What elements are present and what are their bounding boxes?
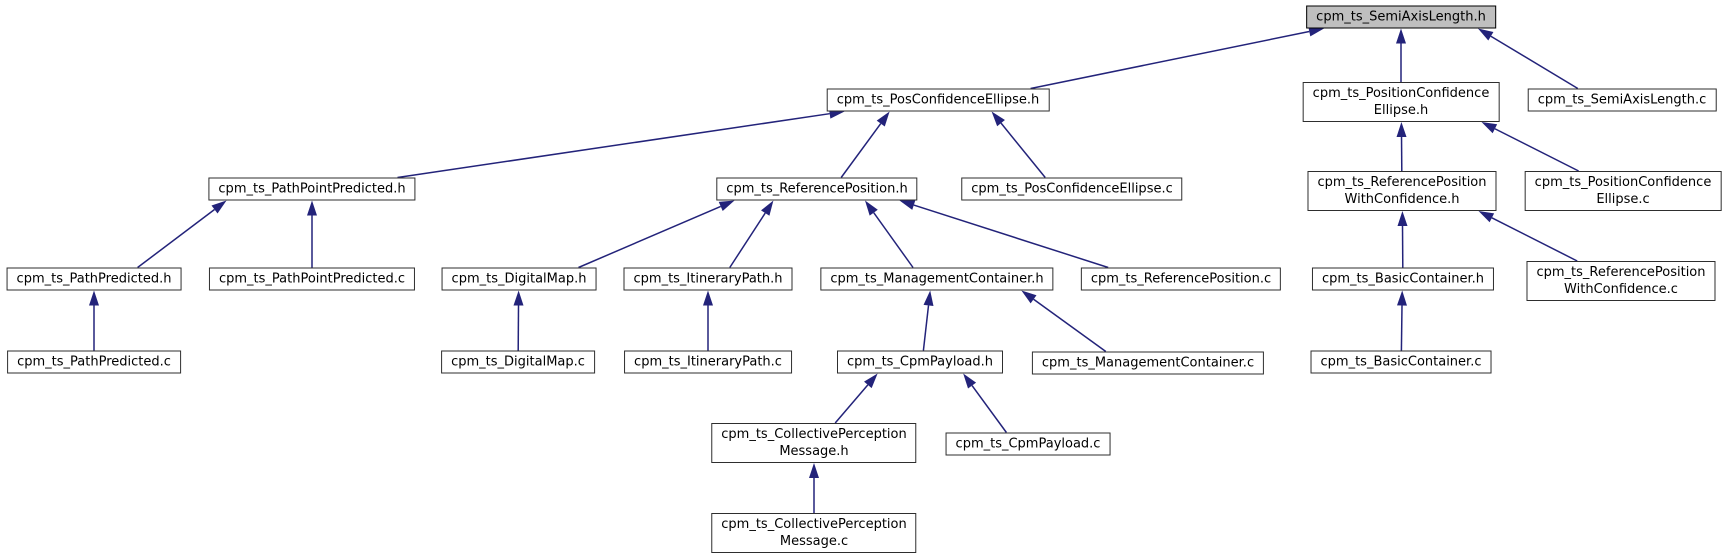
edge-semiaxislength_c-to-semiaxislength_h: [1490, 35, 1579, 90]
arrowhead-managementcontainer_h-to-referenceposition_h: [865, 200, 878, 216]
arrowhead-positionconfellipse_c-to-positionconfellipse_h: [1481, 122, 1498, 134]
edge-managementcontainer_h-to-referenceposition_h: [873, 212, 914, 268]
arrowhead-cpmpayload_h-to-managementcontainer_h: [923, 290, 934, 306]
arrowhead-itinerarypath_h-to-referenceposition_h: [761, 200, 774, 216]
arrowhead-collectivemsg_h-to-cpmpayload_h: [864, 373, 878, 389]
edge-positionconfellipse_c-to-positionconfellipse_h: [1494, 128, 1579, 172]
edge-posconfellipse_h-to-semiaxislength_h: [1030, 30, 1310, 90]
edge-referenceposition_c-to-referenceposition_h: [913, 204, 1109, 269]
edge-basiccontainer_c-to-basiccontainer_h: [1400, 305, 1403, 351]
arrowhead-refposwithconf_h-to-positionconfellipse_h: [1396, 122, 1407, 138]
edge-cpmpayload_h-to-managementcontainer_h: [922, 305, 930, 351]
arrowhead-pathpredicted_h-to-pathpointpredicted_h: [211, 200, 227, 214]
graph-node-semiaxislength_c[interactable]: cpm_ts_SemiAxisLength.c: [1527, 88, 1717, 112]
arrowhead-refposwithconf_c-to-refposwithconf_h: [1478, 211, 1495, 223]
graph-node-itinerarypath_h[interactable]: cpm_ts_ItineraryPath.h: [623, 267, 793, 291]
arrowhead-managementcontainer_c-to-managementcontainer_h: [1021, 290, 1037, 304]
graph-node-positionconfellipse_c[interactable]: cpm_ts_PositionConfidence Ellipse.c: [1524, 171, 1722, 211]
arrowhead-referenceposition_h-to-posconfellipse_h: [876, 111, 890, 127]
graph-node-posconfellipse_c[interactable]: cpm_ts_PosConfidenceEllipse.c: [961, 177, 1183, 201]
arrowhead-semiaxislength_c-to-semiaxislength_h: [1478, 28, 1494, 41]
edge-itinerarypath_h-to-referenceposition_h: [729, 212, 766, 268]
arrowhead-digitalmap_c-to-digitalmap_h: [513, 290, 524, 306]
arrowhead-digitalmap_h-to-referenceposition_h: [718, 200, 735, 212]
arrowhead-collectivemsg_c-to-collectivemsg_h: [809, 463, 819, 478]
edge-managementcontainer_c-to-managementcontainer_h: [1033, 298, 1107, 353]
graph-node-pathpredicted_h[interactable]: cpm_ts_PathPredicted.h: [6, 267, 182, 291]
graph-node-pathpointpredicted_h[interactable]: cpm_ts_PathPointPredicted.h: [208, 177, 416, 201]
graph-node-collectivemsg_c[interactable]: cpm_ts_CollectivePerception Message.c: [711, 513, 917, 553]
graph-node-refposwithconf_h[interactable]: cpm_ts_ReferencePosition WithConfidence.…: [1307, 171, 1497, 211]
graph-node-refposwithconf_c[interactable]: cpm_ts_ReferencePosition WithConfidence.…: [1526, 261, 1716, 301]
graph-node-semiaxislength_h: cpm_ts_SemiAxisLength.h: [1306, 5, 1496, 29]
graph-node-posconfellipse_h[interactable]: cpm_ts_PosConfidenceEllipse.h: [826, 88, 1050, 112]
arrowhead-posconfellipse_c-to-posconfellipse_h: [991, 111, 1005, 127]
arrowhead-basiccontainer_h-to-refposwithconf_h: [1397, 211, 1408, 227]
graph-node-managementcontainer_c[interactable]: cpm_ts_ManagementContainer.c: [1031, 351, 1265, 375]
edge-cpmpayload_c-to-cpmpayload_h: [971, 385, 1008, 433]
edge-collectivemsg_h-to-cpmpayload_h: [834, 384, 869, 424]
graph-node-digitalmap_c[interactable]: cpm_ts_DigitalMap.c: [441, 350, 595, 374]
arrowhead-positionconfellipse_h-to-semiaxislength_h: [1396, 28, 1406, 44]
graph-node-basiccontainer_c[interactable]: cpm_ts_BasicContainer.c: [1310, 350, 1492, 374]
graph-node-managementcontainer_h[interactable]: cpm_ts_ManagementContainer.h: [820, 267, 1054, 291]
arrowhead-pathpointpredicted_c-to-pathpointpredicted_h: [307, 200, 317, 216]
arrowhead-pathpredicted_c-to-pathpredicted_h: [89, 290, 99, 306]
edge-pathpointpredicted_h-to-posconfellipse_h: [397, 112, 830, 179]
arrowhead-basiccontainer_c-to-basiccontainer_h: [1397, 290, 1407, 306]
graph-node-pathpredicted_c[interactable]: cpm_ts_PathPredicted.c: [7, 350, 181, 374]
graph-node-positionconfellipse_h[interactable]: cpm_ts_PositionConfidence Ellipse.h: [1302, 82, 1500, 122]
edge-posconfellipse_c-to-posconfellipse_h: [1000, 122, 1046, 178]
edge-digitalmap_h-to-referenceposition_h: [578, 205, 722, 269]
graph-node-cpmpayload_h[interactable]: cpm_ts_CpmPayload.h: [837, 350, 1003, 374]
graph-node-basiccontainer_h[interactable]: cpm_ts_BasicContainer.h: [1311, 267, 1495, 291]
graph-node-referenceposition_h[interactable]: cpm_ts_ReferencePosition.h: [716, 177, 918, 201]
edge-referenceposition_h-to-posconfellipse_h: [840, 123, 882, 178]
edge-refposwithconf_c-to-refposwithconf_h: [1491, 217, 1578, 262]
arrowhead-cpmpayload_c-to-cpmpayload_h: [963, 373, 977, 389]
edge-pathpredicted_h-to-pathpointpredicted_h: [137, 208, 215, 269]
graph-node-digitalmap_h[interactable]: cpm_ts_DigitalMap.h: [441, 267, 597, 291]
arrowhead-referenceposition_c-to-referenceposition_h: [899, 200, 916, 210]
graph-node-cpmpayload_c[interactable]: cpm_ts_CpmPayload.c: [945, 432, 1111, 456]
graph-node-pathpointpredicted_c[interactable]: cpm_ts_PathPointPredicted.c: [208, 267, 416, 291]
graph-node-referenceposition_c[interactable]: cpm_ts_ReferencePosition.c: [1080, 267, 1282, 291]
graph-node-collectivemsg_h[interactable]: cpm_ts_CollectivePerception Message.h: [711, 423, 917, 463]
graph-node-itinerarypath_c[interactable]: cpm_ts_ItineraryPath.c: [624, 350, 792, 374]
arrowhead-itinerarypath_c-to-itinerarypath_h: [703, 290, 713, 306]
